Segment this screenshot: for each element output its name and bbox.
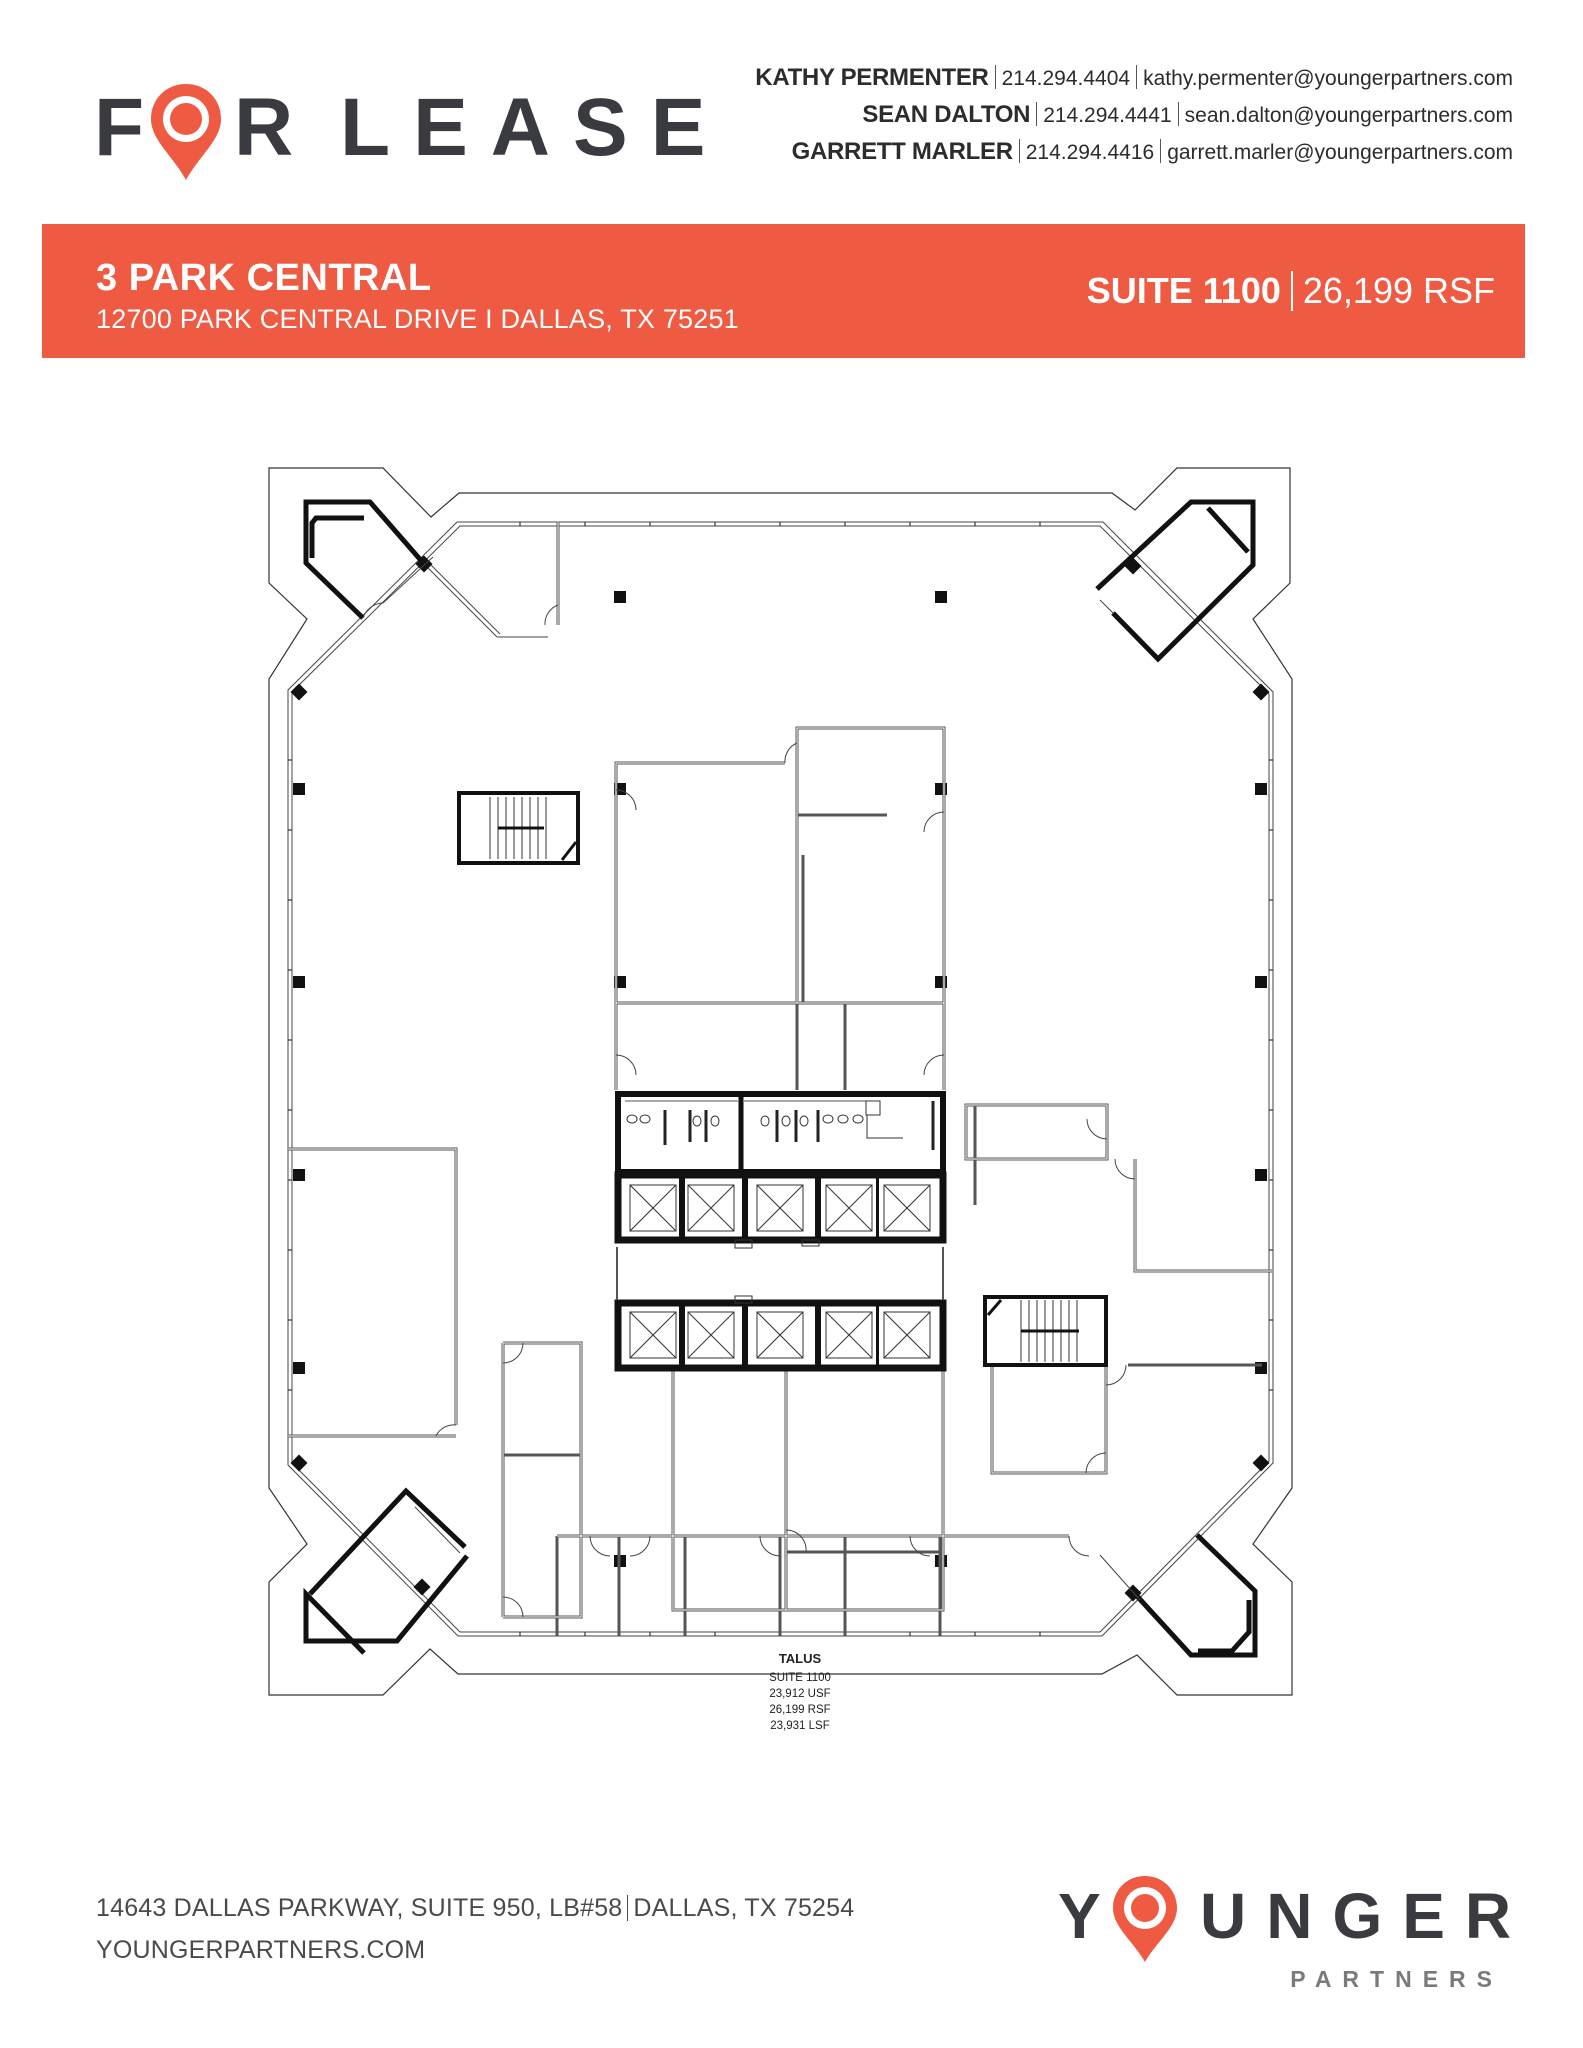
plan-rsf: 26,199 RSF — [769, 1704, 831, 1716]
contact-email[interactable]: kathy.permenter@youngerpartners.com — [1143, 67, 1513, 90]
footer-city: DALLAS, TX 75254 — [633, 1894, 855, 1922]
plan-usf: 23,912 USF — [769, 1688, 831, 1700]
broker-contacts: KATHY PERMENTER 214.294.4404 kathy.perment… — [755, 60, 1513, 171]
logo-subtitle-partners: PARTNERS — [1290, 1966, 1503, 1992]
corner-shaft-ne — [1095, 499, 1256, 663]
suite-rsf: 26,199 RSF — [1302, 270, 1495, 311]
property-address: 12700 PARK CENTRAL DRIVE I DALLAS, TX 75… — [96, 304, 739, 334]
for-lease-logo: F R LEASE — [94, 76, 705, 180]
contact-row: KATHY PERMENTER 214.294.4404 kathy.perment… — [755, 60, 1513, 97]
corner-shaft-se — [1134, 1533, 1258, 1658]
corner-shaft-sw — [308, 1487, 467, 1596]
window-wall — [287, 521, 1274, 1637]
property-banner: 3 PARK CENTRAL 12700 PARK CENTRAL DRIVE … — [42, 224, 1525, 358]
divider — [1018, 139, 1020, 163]
map-pin-icon — [151, 84, 221, 180]
property-name: 3 PARK CENTRAL — [96, 257, 432, 299]
divider — [1160, 139, 1162, 163]
divider — [1036, 102, 1038, 126]
contact-row: SEAN DALTON 214.294.4441 sean.dalton@young… — [755, 97, 1513, 134]
divider — [627, 1895, 629, 1921]
corner-shaft-nw — [303, 499, 427, 620]
footer-address: 14643 DALLAS PARKWAY, SUITE 950, LB#58 DA… — [96, 1894, 854, 1923]
divider — [1290, 271, 1293, 311]
younger-partners-logo: Y UNGER PARTNERS — [1058, 1876, 1511, 2006]
building-core — [614, 1091, 947, 1372]
logo-letter-r: R — [234, 82, 316, 173]
logo-word-unger: UNGER — [1200, 1880, 1532, 1952]
mullions — [288, 522, 1273, 1636]
logo-letter-f: F — [94, 82, 167, 173]
divider — [994, 65, 996, 89]
tenant-label: TALUS — [778, 1651, 822, 1666]
contact-row: GARRETT MARLER 214.294.4416 garrett.marler… — [755, 134, 1513, 171]
contact-name: SEAN DALTON — [862, 101, 1031, 128]
plan-suite: SUITE 1100 — [769, 1672, 831, 1684]
elevator-cars — [629, 1184, 931, 1359]
suite-info: SUITE 1100 26,199 RSF — [1087, 269, 1495, 313]
contact-name: KATHY PERMENTER — [755, 64, 989, 91]
contact-email[interactable]: sean.dalton@youngerpartners.com — [1184, 104, 1513, 127]
divider — [1136, 65, 1138, 89]
stair-se — [983, 1295, 1108, 1367]
contact-phone[interactable]: 214.294.4441 — [1043, 104, 1172, 127]
plan-lsf: 23,931 LSF — [770, 1720, 830, 1732]
footer-street: 14643 DALLAS PARKWAY, SUITE 950, LB#58 — [96, 1894, 623, 1922]
door-swings — [362, 602, 1136, 1618]
suite-number: SUITE 1100 — [1086, 270, 1281, 311]
contact-phone[interactable]: 214.294.4416 — [1025, 141, 1155, 164]
logo-letter-y: Y — [1058, 1880, 1121, 1952]
contact-email[interactable]: garrett.marler@youngerpartners.com — [1167, 141, 1513, 164]
structural-columns — [290, 591, 1270, 1567]
contact-name: GARRETT MARLER — [791, 138, 1013, 165]
divider — [1177, 102, 1179, 126]
map-pin-icon — [1113, 1876, 1177, 1962]
stair-nw — [457, 791, 580, 865]
logo-word-lease: LEASE — [340, 82, 729, 173]
building-outline — [268, 467, 1293, 1696]
contact-phone[interactable]: 214.294.4404 — [1001, 67, 1131, 90]
footer-website[interactable]: YOUNGERPARTNERS.COM — [96, 1936, 426, 1964]
